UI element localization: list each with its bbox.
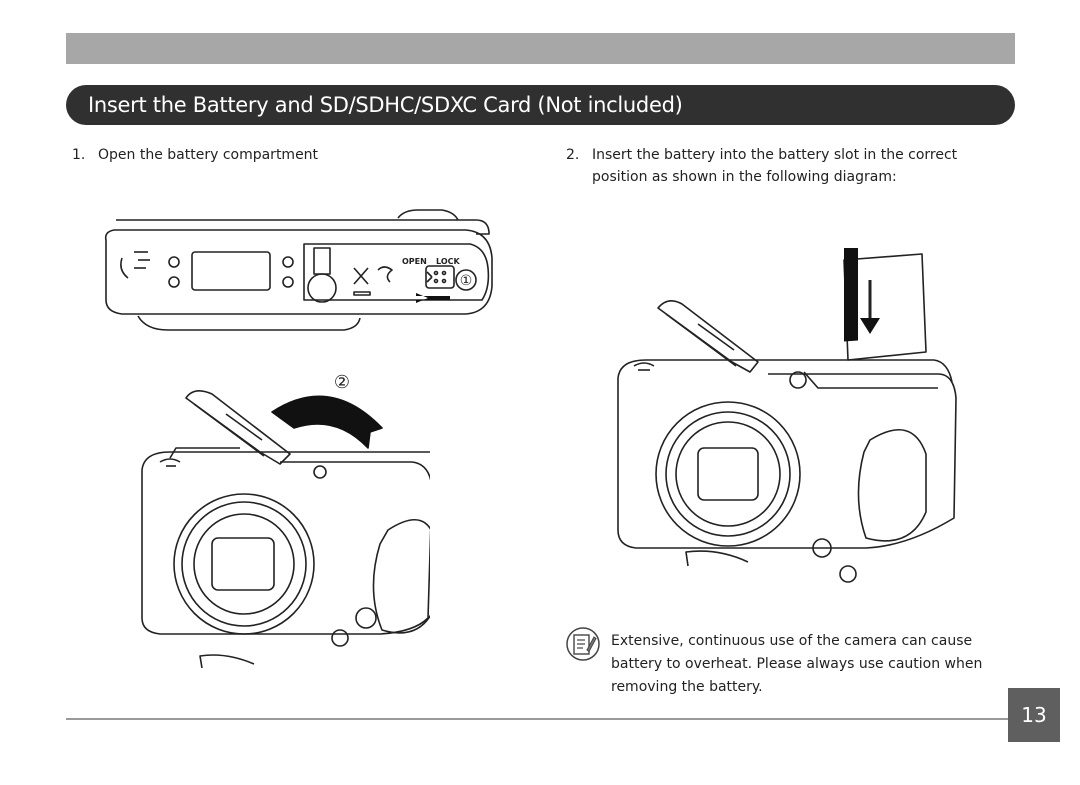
- bottom-divider: [66, 718, 1008, 720]
- section-title: Insert the Battery and SD/SDHC/SDXC Card…: [66, 85, 1015, 125]
- step-1-text: Open the battery compartment: [98, 147, 319, 163]
- battery-insert-illustration: [617, 248, 957, 583]
- step-marker-2: ②: [334, 372, 350, 393]
- lock-label: LOCK: [436, 257, 460, 266]
- step-2: 2. Insert the battery into the battery s…: [566, 144, 986, 188]
- note-pencil-icon: [566, 627, 600, 661]
- caution-note-text: Extensive, continuous use of the camera …: [611, 633, 983, 695]
- step-1-number: 1.: [72, 147, 86, 163]
- top-decorative-bar: [66, 33, 1015, 64]
- step-marker-1: ①: [460, 273, 473, 289]
- open-label: OPEN: [402, 257, 427, 266]
- page-number: 13: [1008, 688, 1060, 742]
- step-1: 1. Open the battery compartment: [72, 144, 432, 166]
- step-2-number: 2.: [566, 147, 580, 163]
- camera-bottom-illustration: OPEN LOCK ①: [104, 209, 493, 331]
- camera-door-open-illustration: ②: [141, 372, 430, 668]
- step-2-text: Insert the battery into the battery slot…: [592, 147, 958, 185]
